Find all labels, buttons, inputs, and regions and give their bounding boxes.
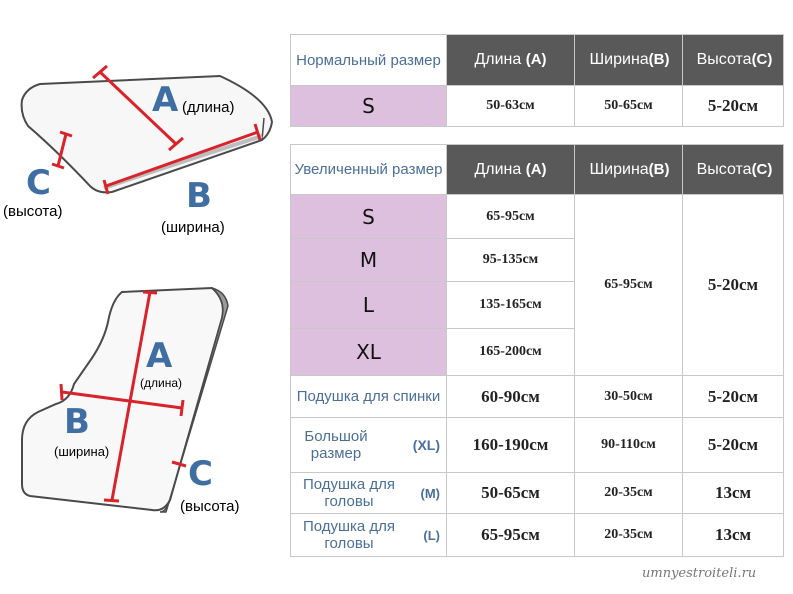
extra-name-cell: Подушка для головы (L) (290, 513, 447, 557)
back-b-caption: (ширина) (54, 444, 110, 459)
header-height-code: (C) (751, 51, 773, 68)
header-width: Ширина(B) (574, 34, 683, 86)
height-cell: 5-20см (682, 375, 784, 418)
back-dimension-lines (59, 290, 187, 503)
table-row: S 50-63см 50-65см 5-20см (290, 85, 784, 127)
back-c-letter: C (188, 454, 213, 494)
width-cell: 30-50см (574, 375, 683, 418)
table-row: Подушка для головы (M) 50-65см 20-35см 1… (290, 472, 784, 514)
height-cell: 5-20см (682, 417, 784, 473)
table-row: Подушка для головы (L) 65-95см 20-35см 1… (290, 513, 784, 557)
seat-width-line (105, 130, 259, 188)
header-width-code: (B) (648, 51, 670, 68)
shared-height-cell: 5-20см (682, 194, 784, 376)
table-row: S 65-95см 65-95см 5-20см (290, 194, 784, 376)
size-cell: S (290, 85, 447, 127)
header-length: Длина (A) (446, 34, 575, 86)
seat-c-letter: C (26, 163, 51, 203)
width-cell: 90-110см (574, 417, 683, 473)
seat-a-letter: A (152, 80, 179, 120)
size-cell: XL (290, 328, 447, 376)
back-width-line (61, 390, 183, 410)
header-width-label: Ширина (589, 51, 649, 68)
length-cell: 135-165см (446, 281, 575, 329)
header-height-code: (C) (751, 160, 773, 178)
back-height-line (171, 460, 187, 468)
seat-a-caption: (длина) (182, 99, 235, 116)
width-cell: 50-65см (574, 85, 683, 127)
back-b-letter: B (64, 402, 90, 442)
header-length-code: (A) (525, 51, 547, 68)
header-height: Высота(C) (682, 144, 784, 195)
width-cell: 20-35см (574, 513, 683, 557)
header-width-code: (B) (648, 160, 670, 178)
seat-b-caption: (ширина) (161, 219, 225, 236)
header-length-label: Длина (474, 160, 522, 178)
extra-name: Подушка для головы (302, 518, 396, 552)
header-width-label: Ширина (589, 160, 649, 178)
length-cell: 165-200см (446, 328, 575, 376)
normal-header-row: Нормальный размер Длина (A) Ширина(B) Вы… (290, 34, 784, 86)
header-length: Длина (A) (446, 144, 575, 195)
size-cell: S (290, 194, 447, 239)
height-cell: 5-20см (682, 85, 784, 127)
length-cell: 50-63см (446, 85, 575, 127)
extra-name-cell: Подушка для спинки (290, 375, 447, 418)
length-cell: 95-135см (446, 238, 575, 282)
seat-cushion-drawing (20, 74, 274, 194)
extra-code: (L) (423, 527, 440, 543)
normal-size-table: Нормальный размер Длина (A) Ширина(B) Вы… (290, 34, 784, 127)
height-cell: 13см (682, 513, 784, 557)
extra-name-cell: Подушка для головы (M) (290, 472, 447, 514)
length-cell: 65-95см (446, 194, 575, 239)
seat-dimension-lines (51, 64, 262, 195)
size-cell: L (290, 281, 447, 329)
extra-name: Подушка для головы (302, 476, 396, 510)
length-cell: 160-190см (446, 417, 575, 473)
size-cell: M (290, 238, 447, 282)
watermark: umnyestroiteli.ru (642, 566, 757, 581)
table-row: Большой размер (XL) 160-190см 90-110см 5… (290, 417, 784, 473)
back-a-caption: (длина) (140, 376, 182, 390)
normal-table-title: Нормальный размер (290, 34, 447, 86)
table-row: M 95-135см (290, 238, 784, 282)
seat-c-caption: (высота) (3, 203, 63, 220)
width-cell: 20-35см (574, 472, 683, 514)
back-c-caption: (высота) (180, 498, 240, 515)
header-length-label: Длина (474, 51, 522, 68)
large-table-title: Увеличенный размер (290, 144, 447, 195)
header-height: Высота(C) (682, 34, 784, 86)
shared-width-cell: 65-95см (574, 194, 683, 376)
seat-height-line (56, 133, 68, 167)
large-header-row: Увеличенный размер Длина (A) Ширина(B) В… (290, 144, 784, 195)
extra-name: Подушка для спинки (296, 388, 441, 405)
extra-code: (M) (420, 485, 441, 501)
length-cell: 50-65см (446, 472, 575, 514)
table-row: XL 165-200см (290, 328, 784, 376)
table-row: Подушка для спинки 60-90см 30-50см 5-20с… (290, 375, 784, 418)
height-cell: 13см (682, 472, 784, 514)
header-width: Ширина(B) (574, 144, 683, 195)
extra-name: Большой размер (304, 428, 368, 462)
seat-b-letter: B (186, 176, 212, 216)
seat-length-line (98, 70, 178, 146)
header-length-code: (A) (525, 160, 547, 178)
header-height-label: Высота (696, 51, 752, 68)
table-row: L 135-165см (290, 281, 784, 329)
length-cell: 60-90см (446, 375, 575, 418)
back-a-letter: A (146, 336, 173, 376)
header-height-label: Высота (696, 160, 752, 178)
extra-code: (XL) (412, 436, 440, 453)
back-length-line (110, 291, 152, 501)
length-cell: 65-95см (446, 513, 575, 557)
extra-name-cell: Большой размер (XL) (290, 417, 447, 473)
large-size-table: Увеличенный размер Длина (A) Ширина(B) В… (290, 144, 784, 557)
